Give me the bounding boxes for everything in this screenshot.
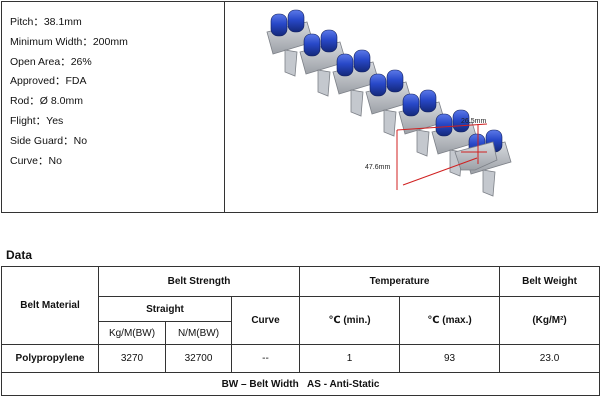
belt-illustration: 26.5mm 47.6mm xyxy=(266,9,512,197)
roller xyxy=(386,69,404,93)
kg-column-header: Kg/M(BW) xyxy=(98,321,166,345)
belt-links xyxy=(266,9,512,197)
temp-max-cell: 93 xyxy=(399,344,501,373)
n-cell: 32700 xyxy=(165,344,232,373)
dimension-label-small: 26.5mm xyxy=(461,118,486,125)
end-bracket xyxy=(454,141,498,171)
header-row-1: Belt Material Belt Strength Temperature … xyxy=(1,266,600,345)
curve-cell: -- xyxy=(230,344,301,373)
roller xyxy=(320,29,338,53)
header-row-2: Straight Curve ℃ (min.) ℃ (max.) (Kg/M²) xyxy=(2,296,600,345)
roller xyxy=(303,33,321,57)
spec-list: Pitch：38.1mm Minimum Width：200mm Open Ar… xyxy=(2,2,225,212)
belt-side-plate xyxy=(482,169,496,197)
roller xyxy=(369,73,387,97)
spec-flight: Flight：Yes xyxy=(10,114,64,127)
notes-row: BW – Belt Width AS - Anti-Static xyxy=(0,372,600,396)
curve-header: Curve xyxy=(230,296,301,345)
temp-max-header: ℃ (max.) xyxy=(399,296,501,345)
spec-pitch: Pitch：38.1mm xyxy=(10,16,82,28)
roller xyxy=(402,93,420,117)
belt-side-plate xyxy=(284,49,298,77)
spec-side-guard: Side Guard：No xyxy=(10,134,88,147)
table-row: Polypropylene 3270 32700 -- 1 93 23.0 xyxy=(1,344,600,373)
belt-side-plate xyxy=(416,129,430,157)
belt-figure-panel: 26.5mm 47.6mm xyxy=(225,2,597,212)
belt-strength-header: Belt Strength xyxy=(97,266,301,297)
weight-cell: 23.0 xyxy=(499,344,600,373)
roller xyxy=(287,9,305,33)
note-anti-static: AS - Anti-Static xyxy=(307,378,380,390)
spec-rod: Rod：Ø 8.0mm xyxy=(10,95,83,108)
belt-weight-unit: (Kg/M²) xyxy=(499,296,600,345)
material-cell: Polypropylene xyxy=(1,344,99,373)
belt-side-plate xyxy=(383,109,397,137)
roller xyxy=(353,49,371,73)
belt-side-plate xyxy=(350,89,364,117)
roller xyxy=(435,113,453,137)
spec-approved: Approved：FDA xyxy=(10,75,87,88)
roller xyxy=(419,89,437,113)
spec-curve: Curve：No xyxy=(10,154,62,167)
spec-minimum-width: Minimum Width：200mm xyxy=(10,35,128,48)
roller xyxy=(336,53,354,77)
spec-box: Pitch：38.1mm Minimum Width：200mm Open Ar… xyxy=(1,1,598,213)
roller xyxy=(270,13,288,37)
note-belt-width: BW – Belt Width xyxy=(221,378,299,390)
notes-cell: BW – Belt Width AS - Anti-Static xyxy=(0,372,600,396)
dimension-label-large: 47.6mm xyxy=(365,164,390,171)
belt-material-header: Belt Material xyxy=(1,266,99,345)
data-heading: Data xyxy=(6,248,33,262)
n-column-header: N/M(BW) xyxy=(165,321,232,345)
belt-weight-header: Belt Weight xyxy=(499,266,600,297)
dimension-lines xyxy=(396,123,488,190)
straight-header: Straight xyxy=(98,296,232,322)
temperature-header: Temperature xyxy=(299,266,501,297)
temp-min-cell: 1 xyxy=(299,344,401,373)
data-table: Belt Material Belt Strength Temperature … xyxy=(0,266,600,396)
temp-min-header: ℃ (min.) xyxy=(299,296,401,345)
kg-cell: 3270 xyxy=(98,344,166,373)
belt-side-plate xyxy=(317,69,331,97)
spec-open-area: Open Area：26% xyxy=(10,55,92,68)
